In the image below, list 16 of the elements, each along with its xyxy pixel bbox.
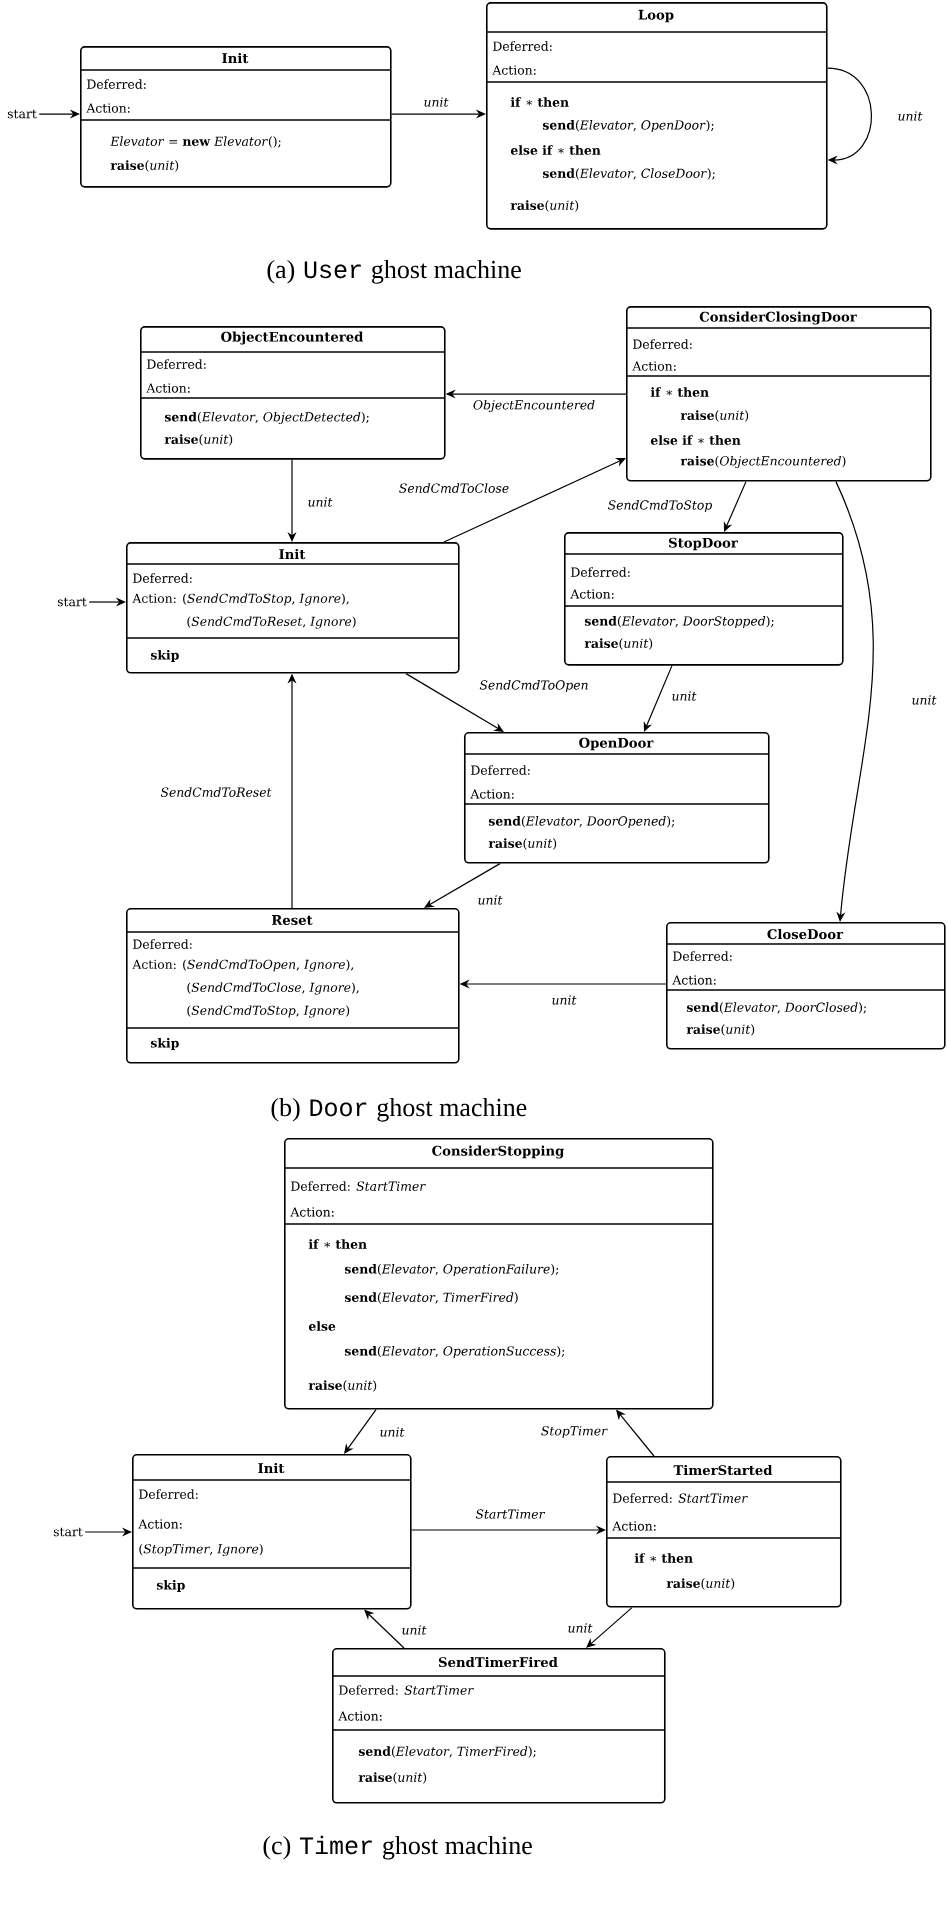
arrow	[424, 863, 501, 908]
caption: ghost machine	[372, 260, 521, 284]
caption: ghost machine	[383, 1835, 532, 1860]
arrow	[827, 67, 872, 165]
caption: Timer	[300, 1835, 372, 1855]
arrow	[835, 481, 874, 922]
caption: Door	[310, 1099, 367, 1117]
caption: (b)	[271, 1098, 300, 1122]
caption: ghost machine	[377, 1098, 527, 1122]
arrow	[586, 1607, 633, 1648]
arrow	[643, 665, 673, 732]
caption: User	[304, 261, 361, 279]
caption: (a)	[267, 260, 295, 284]
arrow	[443, 458, 626, 543]
caption: (c)	[263, 1835, 291, 1860]
arrow	[344, 1409, 377, 1454]
